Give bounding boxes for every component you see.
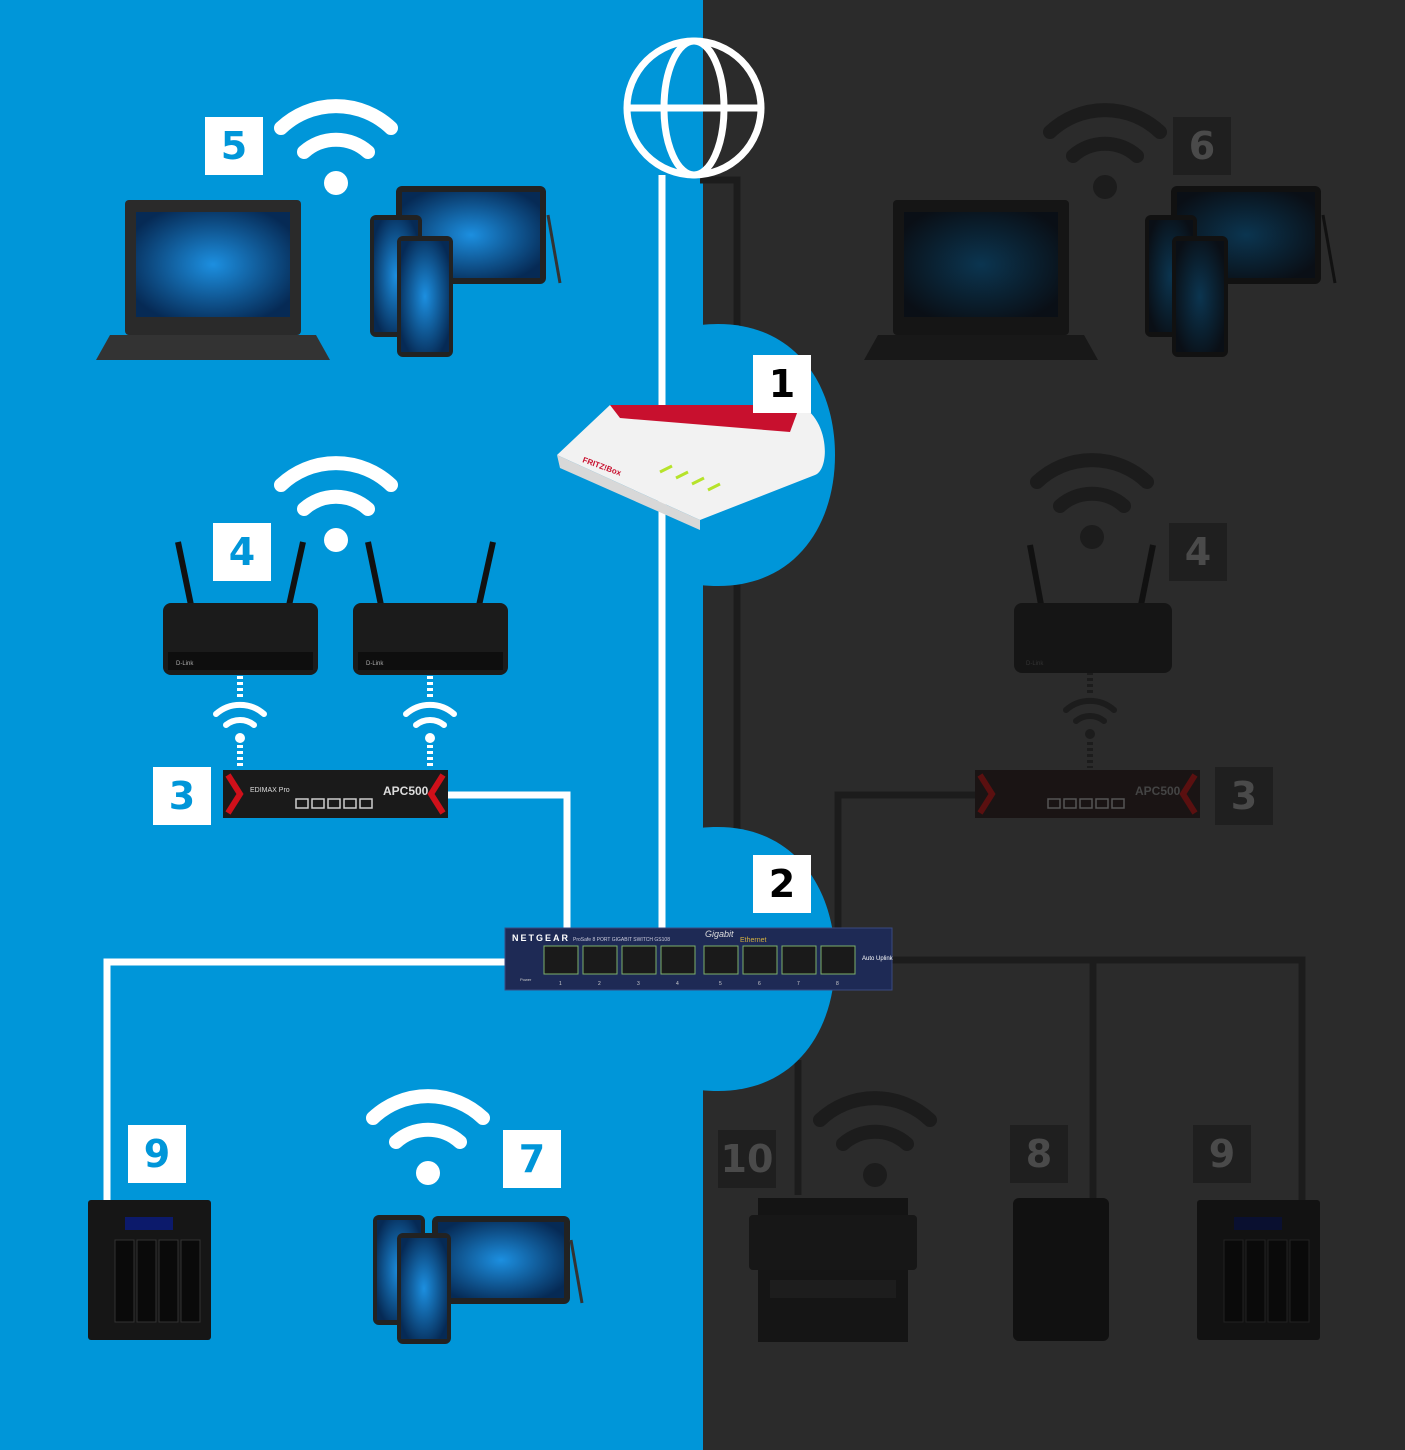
switch-port: [820, 945, 856, 975]
switch-port: [543, 945, 579, 975]
controller-model: APC500: [383, 784, 429, 798]
label-nas-right: 9: [1193, 1125, 1251, 1183]
label-mobile-left: 7: [503, 1130, 561, 1188]
switch-port: [660, 945, 696, 975]
switch-port: [703, 945, 739, 975]
switch-device: NETGEAR ProSafe 8 PORT GIGABIT SWITCH GS…: [504, 927, 894, 991]
ap-brand: D-Link: [1026, 661, 1044, 667]
controller-right: APC500: [975, 770, 1200, 818]
laptop-left: [96, 200, 330, 360]
switch-gigabit: Gigabit: [705, 929, 734, 939]
nas-right: [1197, 1200, 1320, 1340]
label-controller-left: 3: [153, 767, 211, 825]
switch-port-number: 2: [598, 981, 601, 987]
access-point-right: D-Link: [1014, 544, 1172, 673]
label-clients-left: 5: [205, 117, 263, 175]
switch-brand: NETGEAR: [512, 933, 570, 943]
switch-port-number: 3: [637, 981, 640, 987]
switch-ethernet: Ethernet: [740, 937, 767, 944]
switch-port: [781, 945, 817, 975]
access-point-left-2: D-Link: [353, 541, 508, 675]
switch-power: Power: [520, 977, 532, 982]
switch-port-number: 5: [719, 981, 722, 987]
controller-left: EDIMAX Pro APC500: [223, 770, 448, 818]
ap-brand: D-Link: [176, 661, 194, 667]
switch-port-number: 7: [797, 981, 800, 987]
router-device: FRITZ!Box: [557, 405, 825, 530]
label-controller-right: 3: [1215, 767, 1273, 825]
switch-port-number: 1: [559, 981, 562, 987]
globe-icon: [623, 37, 765, 179]
label-nas-small: 8: [1010, 1125, 1068, 1183]
label-nas-left: 9: [128, 1125, 186, 1183]
label-printer: 10: [718, 1130, 776, 1188]
laptop-right: [864, 200, 1098, 360]
label-router: 1: [753, 355, 811, 413]
switch-uplink: Auto Uplink: [862, 956, 894, 962]
label-access-point-right: 4: [1169, 523, 1227, 581]
white-connections: [103, 175, 666, 1200]
access-point-left-1: D-Link: [163, 541, 318, 675]
nas-left: [88, 1200, 211, 1340]
tablet-phones-left-top: [370, 186, 562, 357]
switch-port: [582, 945, 618, 975]
label-switch: 2: [753, 855, 811, 913]
nas-small: [1013, 1198, 1109, 1341]
ap-brand: D-Link: [366, 661, 384, 667]
tablet-phones-right: [1145, 186, 1337, 357]
switch-port: [742, 945, 778, 975]
dotted-links: [237, 672, 1093, 768]
switch-port: [621, 945, 657, 975]
switch-port-number: 4: [676, 981, 679, 987]
printer: [749, 1198, 917, 1342]
switch-port-number: 6: [758, 981, 761, 987]
label-clients-right: 6: [1173, 117, 1231, 175]
switch-port-number: 8: [836, 981, 839, 987]
label-access-points-left: 4: [213, 523, 271, 581]
controller-model: APC500: [1135, 784, 1181, 798]
controller-brand: EDIMAX Pro: [250, 787, 290, 794]
switch-model: ProSafe 8 PORT GIGABIT SWITCH GS108: [573, 937, 670, 943]
tablet-phones-left-bottom: [373, 1215, 584, 1344]
dark-connections: [700, 176, 1306, 1200]
